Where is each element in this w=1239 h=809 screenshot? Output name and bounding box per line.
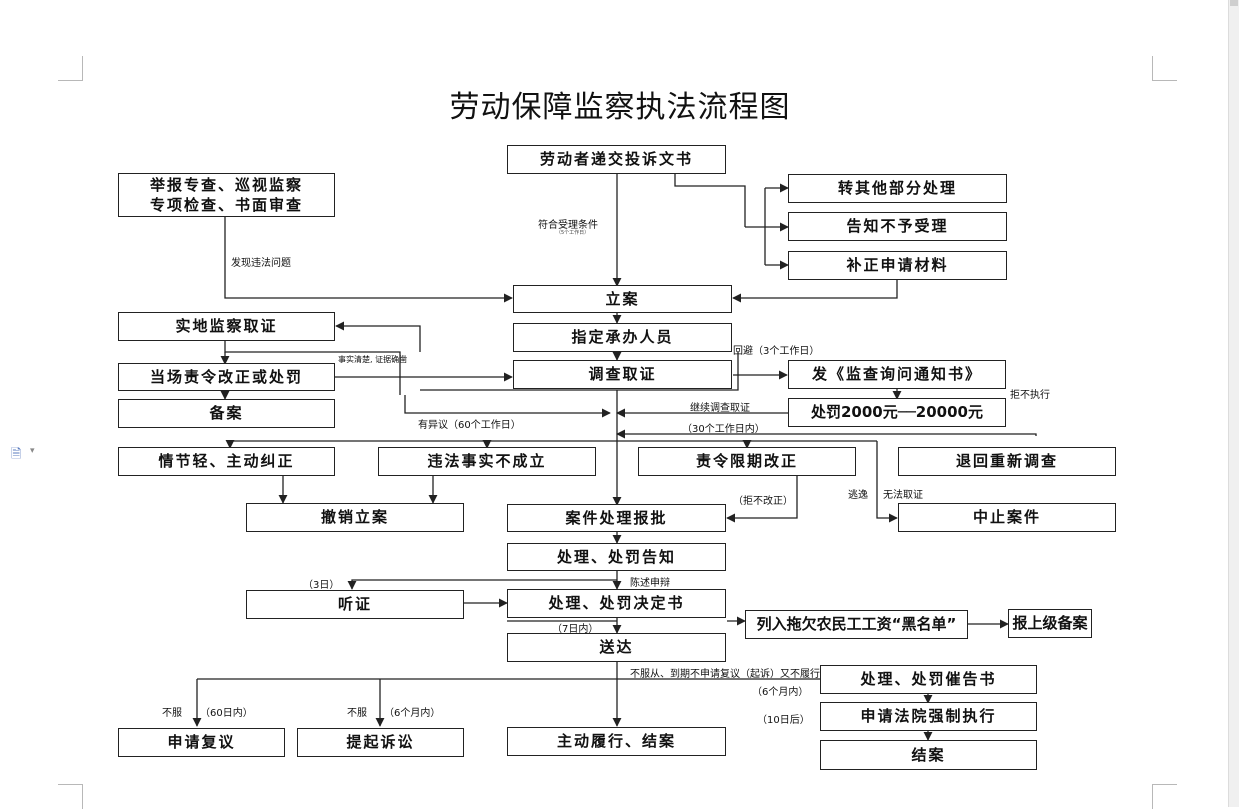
order-correct-deadline-box: 责令限期改正 [638,447,856,476]
arrow-30days-back [616,429,1037,439]
report-inspect-box: 举报专查、巡视监察 专项检查、书面审查 [118,173,335,217]
minor-correct-box: 情节轻、主动纠正 [118,447,335,476]
supplement-material-box: 补正申请材料 [788,251,1007,280]
investigate-box: 调查取证 [513,360,732,389]
penalty-notice-box: 处理、处罚告知 [507,543,726,571]
label-disagree-1: 不服 [162,708,182,719]
fine-box: 处罚2000元──20000元 [788,398,1006,427]
record-box: 备案 [118,399,335,428]
scrollbar-thumb[interactable] [1230,0,1238,6]
revoke-case-box: 撤销立案 [246,503,464,532]
arrow-investigate-to-onsite [335,321,421,352]
arrow-report-to-file [224,216,513,303]
label-disagree-2: 不服 [347,708,367,719]
label-found-violation: 发现违法问题 [231,258,291,269]
reinvestigate-box: 退回重新调查 [898,447,1116,476]
inquiry-notice-box: 发《监查询问通知书》 [788,360,1006,389]
label-six-months-a: （6个月内） [752,687,809,698]
no-violation-box: 违法事实不成立 [378,447,596,476]
margin-mark-bottom-left [58,784,83,809]
hearing-box: 听证 [246,590,464,619]
label-three-days: （3日） [303,580,340,591]
file-lawsuit-box: 提起诉讼 [297,728,464,757]
page-title: 劳动保障监察执法流程图 [449,90,791,125]
label-not-comply: 不服从、到期不申请复议（起诉）又不履行 [630,669,820,680]
label-statement-defense: 陈述申辩 [630,578,670,589]
margin-mark-bottom-right [1152,784,1177,809]
notify-reject-box: 告知不予受理 [788,212,1007,241]
label-sixty-days: （60日内） [200,708,253,719]
arrow-to-hearing [347,579,617,590]
chevron-down-icon[interactable]: ▾ [30,446,35,456]
label-within-30: （30个工作日内） [682,424,765,435]
case-approval-box: 案件处理报批 [507,504,726,532]
voluntary-close-box: 主动履行、结案 [507,727,726,756]
label-six-months-b: （6个月内） [384,708,441,719]
report-superior-box: 报上级备案 [1008,609,1092,638]
label-ten-days-after: （10日后） [757,715,810,726]
blacklist-box: 列入拖欠农民工工资“黑名单” [745,610,968,639]
reminder-notice-box: 处理、处罚催告书 [820,665,1037,694]
label-continue-investigate: 继续调查取证 [690,403,750,414]
label-no-evidence: 无法取证 [883,490,923,501]
suspend-case-box: 中止案件 [898,503,1116,532]
onsite-evidence-box: 实地监察取证 [118,312,335,341]
assign-handler-box: 指定承办人员 [513,323,732,352]
arrow-to-suspend-trunk [876,441,898,523]
label-escape: 逃逸 [848,490,868,501]
court-enforce-box: 申请法院强制执行 [820,702,1037,731]
label-objection: 有异议（60个工作日） [418,420,521,431]
order-correct-onsite-box: 当场责令改正或处罚 [118,363,335,391]
margin-mark-top-right [1152,56,1177,81]
label-refuse-execute: 拒不执行 [1010,390,1050,401]
submit-complaint-box: 劳动者递交投诉文书 [507,145,726,174]
close-case-box: 结案 [820,740,1037,770]
arrow-supplement-to-file [732,280,898,303]
deliver-box: 送达 [507,633,726,662]
apply-review-box: 申请复议 [118,728,285,757]
vertical-scrollbar[interactable] [1228,0,1239,807]
arrow-objection-loop [404,395,611,418]
label-five-days: （5个工作日） [556,230,590,236]
label-seven-days: （7日内） [552,624,599,635]
label-facts-clear: 事实清楚, 证据确凿 [338,355,408,364]
arrow-onsite-to-order [224,341,401,395]
arrow-deadline-to-approval [726,476,798,523]
penalty-decision-box: 处理、处罚决定书 [507,589,726,618]
label-recuse: 回避（3个工作日） [733,346,820,357]
arrow-recuse-loop [420,352,739,391]
label-refuse-correct: （拒不改正） [733,496,793,507]
arrow-submit-to-branches [674,173,746,227]
file-case-box: 立案 [513,285,732,313]
paste-options-icon[interactable]: 🗎 [11,447,22,462]
margin-mark-top-left [58,56,83,81]
label-meets-conditions: 符合受理条件 [538,220,598,231]
transfer-other-box: 转其他部分处理 [788,174,1007,203]
